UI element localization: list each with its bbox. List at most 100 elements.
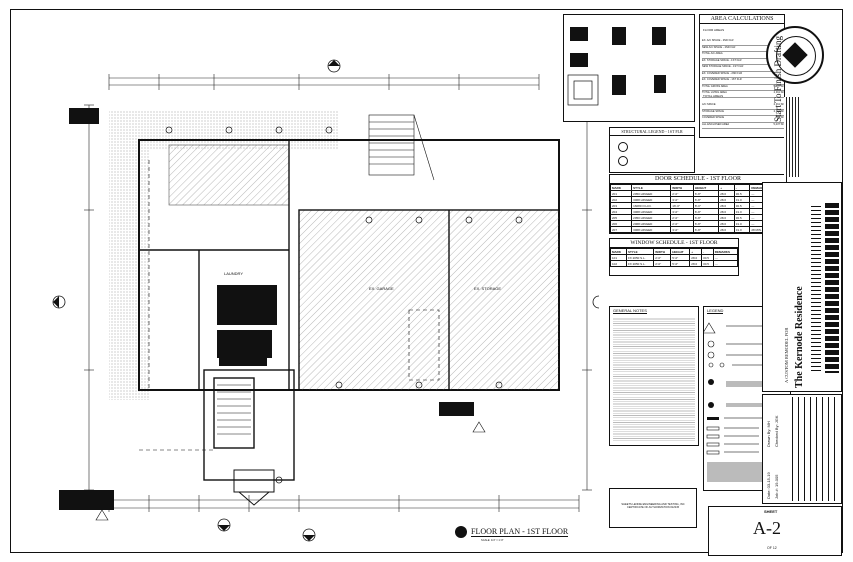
area-total-row: STORAGE SPACE 2,110 SF bbox=[702, 109, 784, 116]
side-dimensions bbox=[84, 104, 592, 491]
stair-landing-hatch bbox=[168, 144, 290, 206]
legend-symbol bbox=[618, 156, 628, 166]
slab-left bbox=[109, 150, 149, 400]
date-label: Date: 03-15-19 bbox=[766, 472, 771, 499]
job-info: Date: 03-15-19 Job #: 19-005 Drawn By: M… bbox=[762, 394, 842, 504]
general-notes: GENERAL NOTES bbox=[609, 306, 699, 446]
legend-symbol bbox=[618, 142, 628, 152]
area-calc-label: EX. COVERED SPACE - 2ND FLR bbox=[702, 71, 743, 75]
area-total-row: A/C SPACE 2,311 SF bbox=[702, 103, 784, 110]
window-schedule-cell: 28.0 bbox=[689, 260, 703, 267]
revision-table bbox=[787, 397, 837, 501]
room-label: LAUNDRY bbox=[224, 271, 243, 276]
project-banner bbox=[825, 203, 839, 373]
project-block: A CUSTOM REMODEL FOR The Kernode Residen… bbox=[762, 182, 842, 392]
area-calculations: AREA CALCULATIONS FLOOR AREAS EX. A/C SP… bbox=[699, 14, 785, 138]
general-notes-title: GENERAL NOTES bbox=[613, 308, 647, 314]
engineer-line: CERTIFICATE OF AUTHORIZATION #12345 bbox=[626, 506, 680, 509]
slab-front bbox=[109, 110, 339, 150]
door-schedule-cell: 6'-8" bbox=[692, 226, 720, 233]
detail-sketches bbox=[567, 27, 666, 106]
window-schedule-title: WINDOW SCHEDULE - 1ST FLOOR bbox=[610, 239, 738, 248]
room-label: EX. STORAGE bbox=[474, 286, 501, 291]
general-notes-body bbox=[613, 317, 695, 441]
area-calc-label: NEW A/C SPACE - 2ND FLR bbox=[702, 45, 736, 49]
window-schedule-cell: 5'-0" bbox=[670, 260, 691, 267]
project-name: The Kernode Residence bbox=[794, 286, 805, 388]
area-calc-subtitle: FLOOR AREAS bbox=[703, 28, 725, 32]
area-calc-label: EX. STORAGE SPACE - 1ST FLR bbox=[702, 58, 742, 62]
entry-porch bbox=[233, 469, 275, 506]
drawing-sheet: EX. GARAGE EX. STORAGE LAUNDRY FLOOR PLA… bbox=[10, 9, 843, 556]
structural-legend-title: STRUCTURAL LEGEND - 1ST FLR bbox=[610, 128, 694, 136]
area-calc-row: TOTAL LIVING AREA 2,311 SF bbox=[702, 91, 784, 98]
legend-title: LEGEND bbox=[707, 308, 724, 314]
plan-title: FLOOR PLAN - 1ST FLOOR bbox=[471, 527, 569, 537]
window-schedule-cell: 102 bbox=[610, 260, 627, 267]
fixtures bbox=[165, 126, 523, 484]
job-number: Job #: 19-005 bbox=[774, 474, 779, 499]
firm-address bbox=[784, 97, 800, 177]
area-total-rows: A/C SPACE 2,311 SF STORAGE SPACE 2,110 SF CO… bbox=[702, 103, 784, 129]
interior-stair bbox=[217, 384, 251, 435]
structural-legend-box: STRUCTURAL LEGEND - 1ST FLR bbox=[609, 127, 695, 173]
plan-title-marker bbox=[455, 526, 467, 538]
area-calc-row: TOTAL GROSS AREA 5,237 SF bbox=[702, 84, 784, 91]
engineer-line: SHEETS LENNIE ENGINEERING AND TESTING, I… bbox=[621, 503, 685, 506]
firm-logo bbox=[766, 26, 824, 84]
note-box bbox=[69, 108, 99, 124]
sheet-number: A-2 bbox=[753, 518, 781, 538]
drawn-by: Drawn By: MH bbox=[766, 421, 771, 447]
room-label: EX. GARAGE bbox=[369, 286, 394, 291]
door-schedule-title: DOOR SCHEDULE - 1ST FLOOR bbox=[610, 175, 786, 184]
area-total-value: 816 SF bbox=[775, 116, 784, 119]
interior-walls bbox=[139, 140, 450, 481]
note-box bbox=[439, 402, 474, 416]
area-calc-label: EX. A/C SPACE - 2ND FLR bbox=[702, 39, 734, 42]
exterior-stair bbox=[368, 114, 435, 181]
area-total-title: TOTAL AREAS bbox=[703, 94, 724, 98]
project-subtitle: A CUSTOM REMODEL FOR bbox=[784, 327, 789, 383]
area-total-value: 5,237 SF bbox=[773, 122, 784, 126]
area-total-value: 2,311 SF bbox=[773, 103, 784, 106]
area-calc-label: TOTAL LIVING AREA bbox=[702, 91, 727, 94]
area-calc-value: 2,311 SF bbox=[773, 91, 784, 94]
garage-hatch bbox=[298, 209, 560, 391]
area-total-row: COVERED SPACE 816 SF bbox=[702, 116, 784, 123]
revision-triangles bbox=[95, 421, 486, 521]
area-total-label: COVERED SPACE bbox=[702, 116, 725, 119]
window-schedule-cell: --- bbox=[712, 260, 739, 267]
note-box bbox=[217, 285, 277, 325]
window-schedule-cell: 2'-0" bbox=[653, 260, 672, 267]
door-schedule-cell: 207 bbox=[609, 226, 633, 233]
area-calc-label: EX. COVERED SPACE - 1ST FLR bbox=[702, 78, 742, 81]
structural-details bbox=[563, 14, 695, 122]
area-calc-title: AREA CALCULATIONS bbox=[700, 15, 784, 24]
area-total-value: 2,110 SF bbox=[773, 109, 784, 113]
floor-plan-drawing: EX. GARAGE EX. STORAGE LAUNDRY bbox=[52, 59, 599, 542]
area-calc-value: 5,237 SF bbox=[773, 84, 784, 88]
bottom-dimensions bbox=[108, 495, 580, 512]
hidden-lines bbox=[139, 160, 440, 451]
firm-name: Start To Finish Drafting bbox=[773, 36, 783, 122]
title-block: Start To Finish Drafting A CUSTOM REMODE… bbox=[706, 22, 846, 558]
note-box bbox=[219, 352, 267, 366]
door-schedule-cell: 3068 HINGED bbox=[631, 226, 672, 233]
top-dimensions bbox=[108, 74, 540, 90]
area-total-label: ALL ENCLOSED AREA bbox=[702, 122, 730, 126]
area-calc-label: TOTAL GROSS AREA bbox=[702, 84, 728, 88]
sheet-label: SHEET bbox=[764, 509, 778, 514]
note-box bbox=[59, 490, 114, 510]
area-total-row: ALL ENCLOSED AREA 5,237 SF bbox=[702, 122, 784, 129]
sheet-number-block: SHEET A-2 OF 12 bbox=[708, 506, 842, 556]
area-total-label: A/C SPACE bbox=[702, 103, 716, 106]
area-calc-label: NEW STORAGE SPACE - 1ST FLR bbox=[702, 65, 744, 68]
area-total-label: STORAGE SPACE bbox=[702, 109, 724, 113]
checked-by: Checked By: JGK bbox=[774, 415, 779, 447]
engineer-lines: SHEETS LENNIE ENGINEERING AND TESTING, I… bbox=[613, 503, 693, 509]
